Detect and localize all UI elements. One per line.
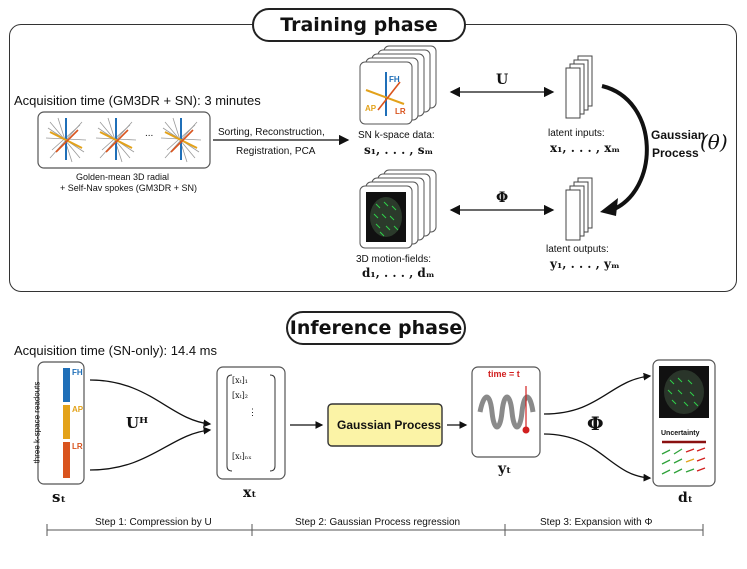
spoke-ball-2 [95, 117, 137, 163]
latent-inputs-stack [565, 55, 593, 119]
phi-label: Φ [496, 190, 509, 206]
gp-curved-arrow [601, 84, 649, 212]
inference-phase-title: Inference phase [286, 311, 466, 345]
readouts-label: three k-space readouts [32, 381, 42, 464]
step2-label: Step 2: Gaussian Process regression [293, 517, 463, 528]
sn-ap-label: AP [365, 104, 377, 113]
processing-label-line2: Registration, PCA [236, 146, 316, 157]
spokes-ellipsis: ... [145, 128, 154, 139]
spoke-ball-1 [45, 117, 87, 163]
gp-training-label1: Gaussian [651, 128, 706, 142]
xt-label: xₜ [243, 485, 257, 501]
yt-time-marker [522, 426, 530, 434]
sn-lr-label: LR [395, 107, 406, 116]
gp-box-label: Gaussian Process [337, 418, 442, 432]
readout-fh-label: FH [72, 368, 83, 377]
uh-arrow-top [89, 379, 212, 428]
phi-arrow-bottom [543, 433, 652, 482]
xt-row-n: [xₜ]ₙₓ [232, 452, 252, 461]
sn-label-line1: SN k-space data: [358, 130, 435, 141]
training-acq-time: Acquisition time (GM3DR + SN): 3 minutes [14, 93, 261, 108]
inference-acq-time: Acquisition time (SN-only): 14.4 ms [14, 343, 218, 358]
readout-lr-label: LR [72, 442, 83, 451]
latent-inputs-label2: x₁, . . . , xₘ [550, 141, 621, 155]
phi-inference-label: Φ [587, 413, 604, 435]
phi-arrow-top [543, 372, 652, 415]
step1-label: Step 1: Compression by U [93, 517, 214, 528]
uh-arrow-bottom [89, 426, 212, 471]
spokes-caption-line1: Golden-mean 3D radial [76, 172, 170, 182]
latent-outputs-label1: latent outputs: [546, 244, 609, 255]
latent-outputs-label2: y₁, . . . , yₘ [550, 257, 620, 271]
gp-theta: (θ) [700, 130, 728, 154]
st-label: sₜ [52, 488, 67, 506]
xt-row-2: [xₜ]₂ [232, 391, 248, 400]
spoke-ball-3 [160, 117, 202, 163]
xt-row-1: [xₜ]₁ [232, 376, 248, 385]
time-label: time = t [488, 369, 520, 379]
training-phase-title: Training phase [252, 8, 466, 42]
latent-inputs-label1: latent inputs: [548, 128, 605, 139]
motion-fields-stack [359, 169, 437, 249]
yt-wave [477, 394, 536, 430]
processing-label-line1: Sorting, Reconstruction, [218, 127, 325, 138]
latent-outputs-stack [565, 177, 593, 241]
sn-kspace-stack [359, 45, 437, 125]
mf-label-line2: d₁, . . . , dₘ [362, 266, 435, 280]
mf-label-line1: 3D motion-fields: [356, 254, 432, 265]
readout-ap-label: AP [72, 405, 84, 414]
sn-fh-label: FH [389, 75, 400, 84]
readout-lr-bar [63, 442, 70, 478]
xt-box [216, 366, 286, 480]
uh-label: Uᴴ [126, 414, 149, 432]
xt-row-dots: ⋮ [248, 408, 257, 418]
uncertainty-label: Uncertainty [661, 430, 700, 437]
dt-label: dₜ [678, 490, 693, 506]
gp-training-label2: Process [652, 146, 699, 160]
spokes-box [37, 111, 211, 169]
step3-label: Step 3: Expansion with Φ [538, 517, 655, 528]
gp-box [327, 403, 443, 447]
u-label: U [496, 72, 509, 88]
readout-fh-bar [63, 368, 70, 402]
readouts-box [37, 361, 85, 485]
spokes-caption-line2: + Self-Nav spokes (GM3DR + SN) [60, 183, 198, 193]
readout-ap-bar [63, 405, 70, 439]
yt-box [471, 366, 541, 458]
sn-label-line2: s₁, . . . , sₘ [364, 143, 434, 157]
yt-label: yₜ [498, 461, 512, 477]
